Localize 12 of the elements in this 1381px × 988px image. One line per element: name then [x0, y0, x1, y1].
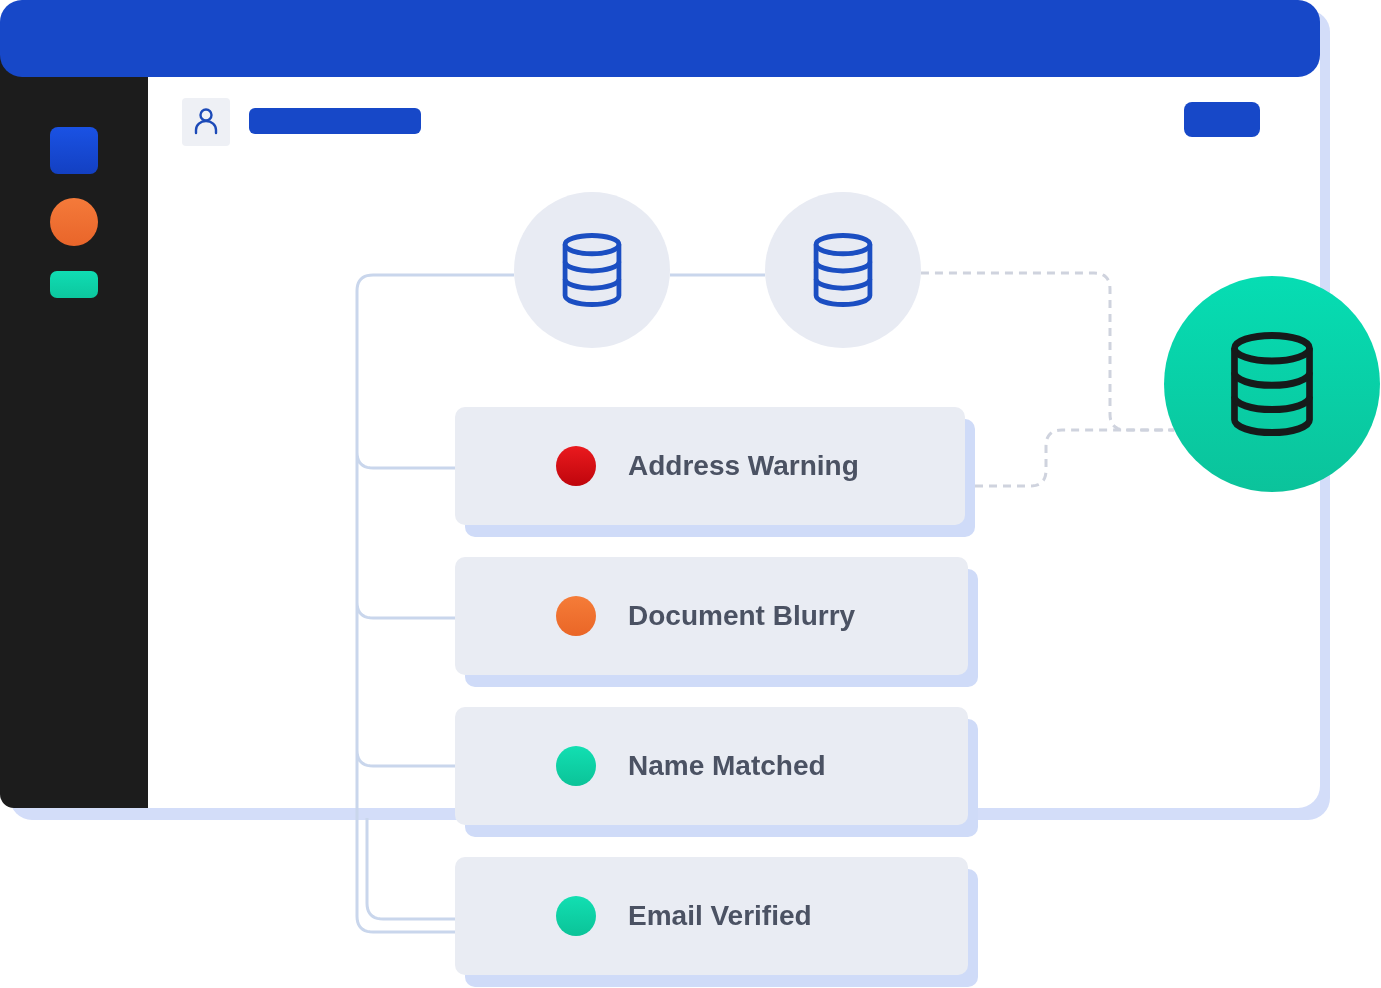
status-label: Name Matched: [628, 749, 826, 783]
status-label: Address Warning: [628, 449, 859, 483]
connector-line: [669, 273, 766, 277]
connector-line: [355, 273, 516, 934]
status-card: [455, 857, 978, 987]
status-card: [455, 407, 975, 537]
status-label: Email Verified: [628, 899, 812, 933]
status-card: [455, 557, 978, 687]
status-card: [455, 707, 978, 837]
connector-line: [365, 818, 455, 921]
dashed-connector: [975, 428, 1175, 488]
status-label: Document Blurry: [628, 599, 856, 633]
